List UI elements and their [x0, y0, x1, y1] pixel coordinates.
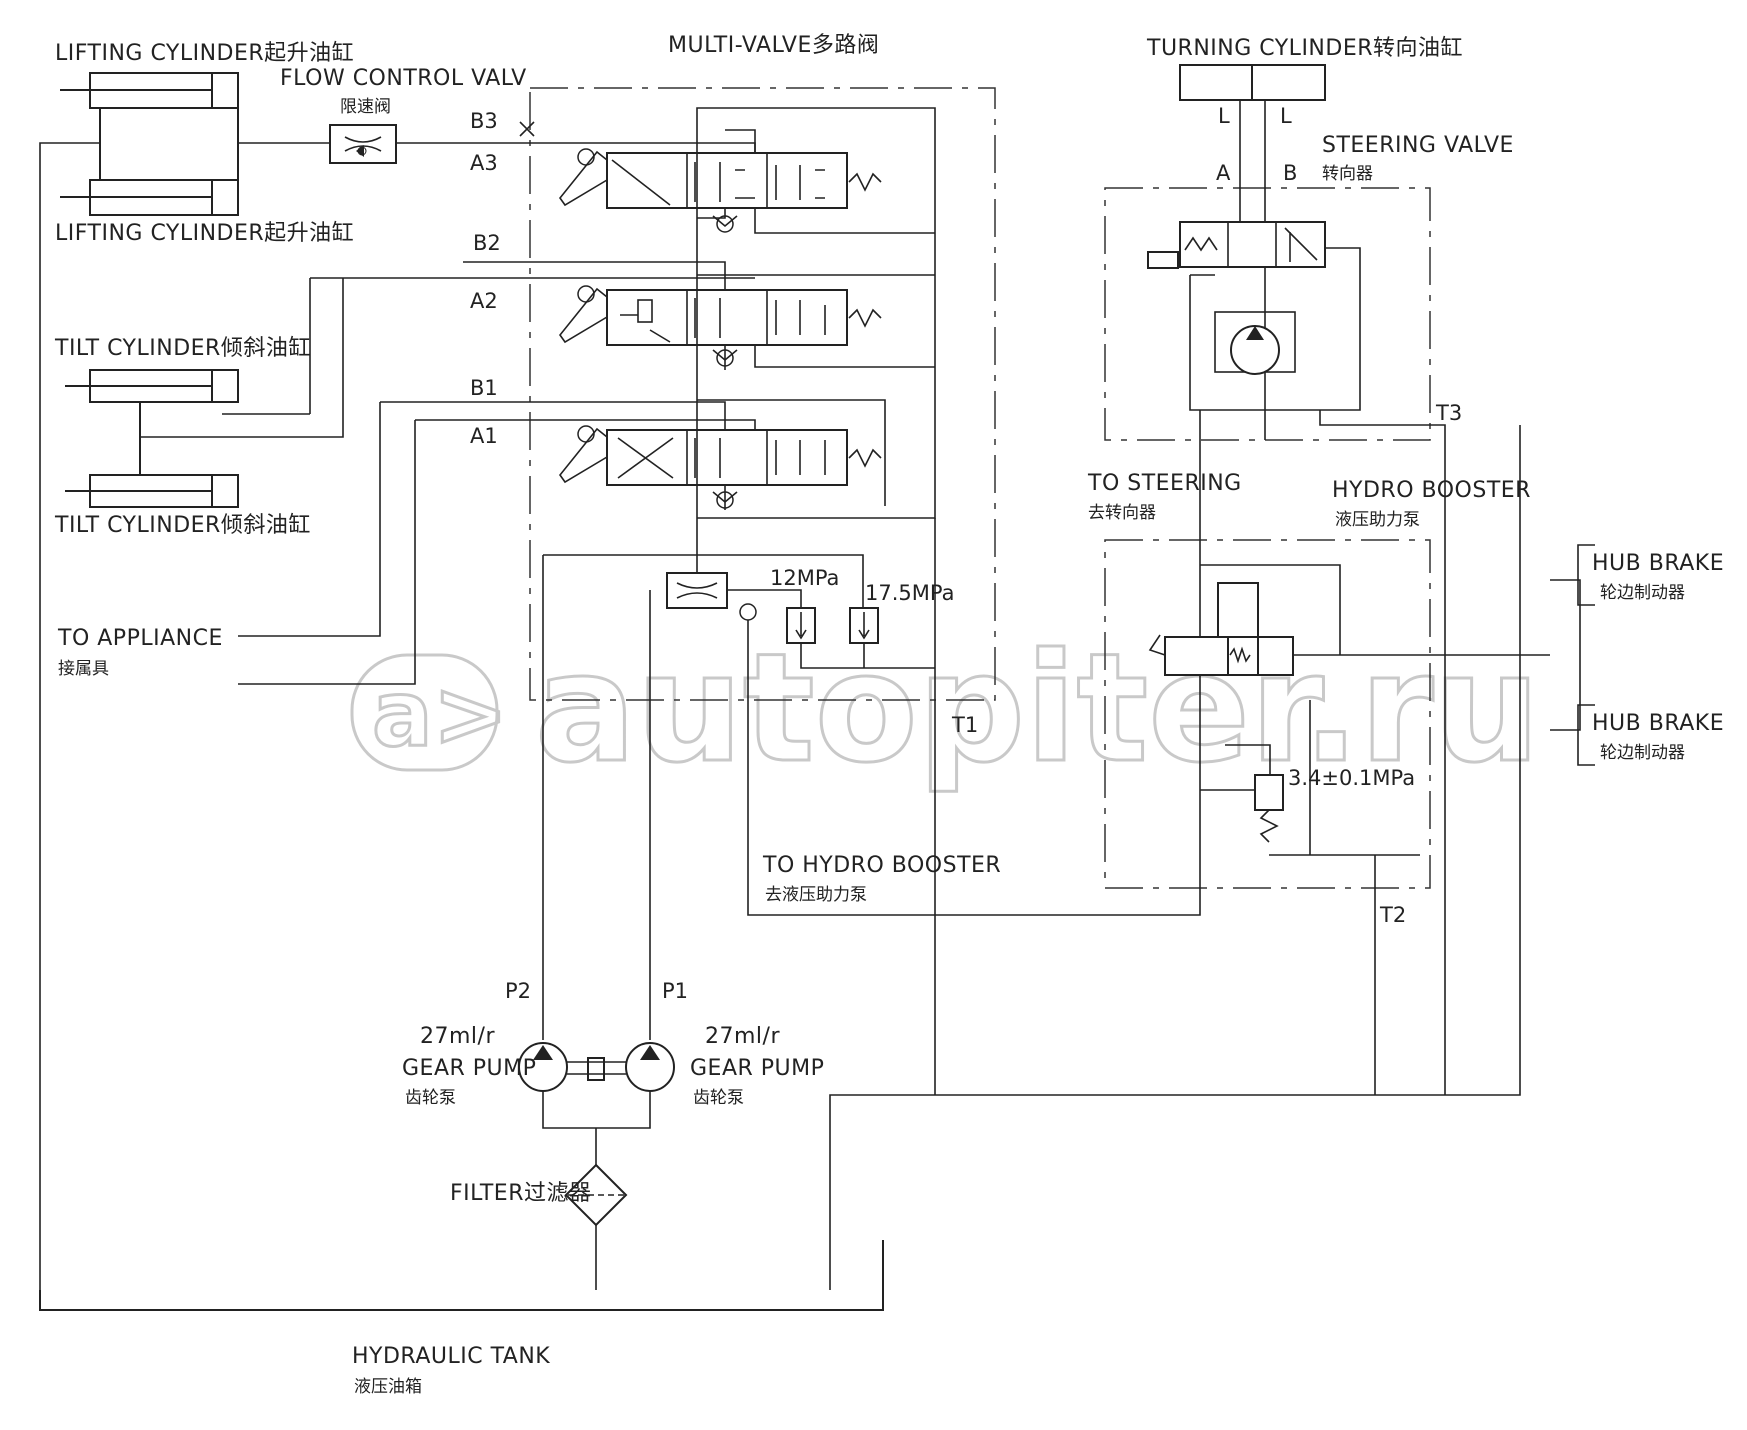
turning-cylinder-label: TURNING CYLINDER转向油缸 — [1146, 36, 1463, 61]
steering-valve-spool — [1147, 221, 1326, 269]
flow-control-valve — [329, 124, 397, 164]
hydro-booster-unit — [1148, 582, 1294, 843]
relief-valve-12mpa — [786, 607, 816, 644]
multi-valve-label: MULTI-VALVE多路阀 — [668, 33, 879, 58]
hub-brake-1-cn-label: 轮边制动器 — [1600, 583, 1685, 603]
port-a1: A1 — [470, 424, 498, 448]
port-a2: A2 — [470, 289, 498, 313]
hub-brake-2-bracket — [1577, 704, 1595, 766]
flow-control-label: FLOW CONTROL VALV — [280, 66, 527, 91]
pump-right-name: GEAR PUMP — [690, 1056, 824, 1081]
pump-left-cn: 齿轮泵 — [405, 1088, 456, 1108]
to-steering-cn-label: 去转向器 — [1088, 503, 1156, 523]
pump-left-displacement: 27ml/r — [420, 1024, 495, 1049]
port-b: B — [1283, 161, 1297, 185]
to-steering-label: TO STEERING — [1087, 471, 1242, 496]
hydro-booster-boundary — [1104, 539, 1431, 889]
relief-17-5mpa-label: 17.5MPa — [865, 581, 954, 605]
spool-valve-2 — [558, 285, 882, 346]
to-appliance-label: TO APPLIANCE — [57, 626, 223, 651]
steering-motor — [1214, 311, 1296, 375]
lifting-cylinder-body — [99, 107, 239, 181]
port-a3: A3 — [470, 151, 498, 175]
port-b3: B3 — [470, 109, 498, 133]
pump-motor-coupling — [567, 1057, 626, 1081]
port-b2: B2 — [473, 231, 501, 255]
relief-12mpa-label: 12MPa — [770, 566, 839, 590]
port-a: A — [1216, 161, 1231, 185]
turning-cylinder — [1179, 64, 1326, 101]
relief-3-4mpa-label: 3.4±0.1MPa — [1288, 766, 1415, 790]
filter-label: FILTER过滤器 — [450, 1181, 592, 1206]
hydraulic-tank — [39, 1240, 884, 1311]
tilt-cylinder-bottom — [65, 474, 239, 508]
lifting-cylinder-top-label: LIFTING CYLINDER起升油缸 — [55, 41, 354, 66]
lifting-cylinder-top — [60, 72, 239, 109]
port-b1: B1 — [470, 376, 498, 400]
steering-valve-cn-label: 转向器 — [1322, 164, 1373, 184]
hydro-booster-label: HYDRO BOOSTER — [1332, 478, 1531, 503]
pump-left-name: GEAR PUMP — [402, 1056, 536, 1081]
tilt-cylinder-top — [65, 369, 239, 403]
steering-valve-label: STEERING VALVE — [1322, 133, 1514, 158]
flow-control-cn-label: 限速阀 — [340, 97, 391, 117]
hydraulic-tank-cn-label: 液压油箱 — [354, 1377, 422, 1397]
relief-valve-17-5mpa — [849, 607, 879, 644]
priority-flow-valve — [666, 572, 728, 609]
lifting-cylinder-bottom — [60, 179, 239, 216]
svg-text:a>: a> — [372, 662, 508, 767]
steering-valve-boundary — [1104, 187, 1431, 441]
to-appliance-cn-label: 接属具 — [58, 659, 109, 679]
tilt-cylinder-top-label: TILT CYLINDER倾斜油缸 — [54, 336, 311, 361]
port-t3: T3 — [1435, 401, 1462, 425]
port-t1: T1 — [951, 713, 978, 737]
hub-brake-1-bracket — [1577, 544, 1595, 606]
pump-right-cn: 齿轮泵 — [693, 1088, 744, 1108]
multi-valve-boundary — [529, 87, 996, 701]
spool-valve-3 — [558, 148, 882, 209]
gear-pump-right — [625, 1042, 675, 1092]
port-l-left: L — [1218, 104, 1230, 128]
hydraulic-tank-label: HYDRAULIC TANK — [352, 1344, 550, 1369]
port-t2: T2 — [1379, 903, 1406, 927]
pump-right-displacement: 27ml/r — [705, 1024, 780, 1049]
hydro-booster-cn-label: 液压助力泵 — [1335, 510, 1420, 530]
spool-valve-1 — [558, 425, 882, 486]
port-p2: P2 — [505, 979, 531, 1003]
to-hydro-booster-cn-label: 去液压助力泵 — [765, 885, 867, 905]
hub-brake-2-cn-label: 轮边制动器 — [1600, 743, 1685, 763]
port-l-right: L — [1280, 104, 1292, 128]
hub-brake-1-label: HUB BRAKE — [1592, 551, 1724, 576]
lifting-cylinder-bottom-label: LIFTING CYLINDER起升油缸 — [55, 221, 354, 246]
hub-brake-2-label: HUB BRAKE — [1592, 711, 1724, 736]
to-hydro-booster-label: TO HYDRO BOOSTER — [762, 853, 1001, 878]
watermark-text: autopiter.ru — [535, 622, 1540, 796]
tilt-cylinder-bottom-label: TILT CYLINDER倾斜油缸 — [54, 513, 311, 538]
port-p1: P1 — [662, 979, 688, 1003]
watermark: a> autopiter.ru — [350, 621, 1542, 798]
